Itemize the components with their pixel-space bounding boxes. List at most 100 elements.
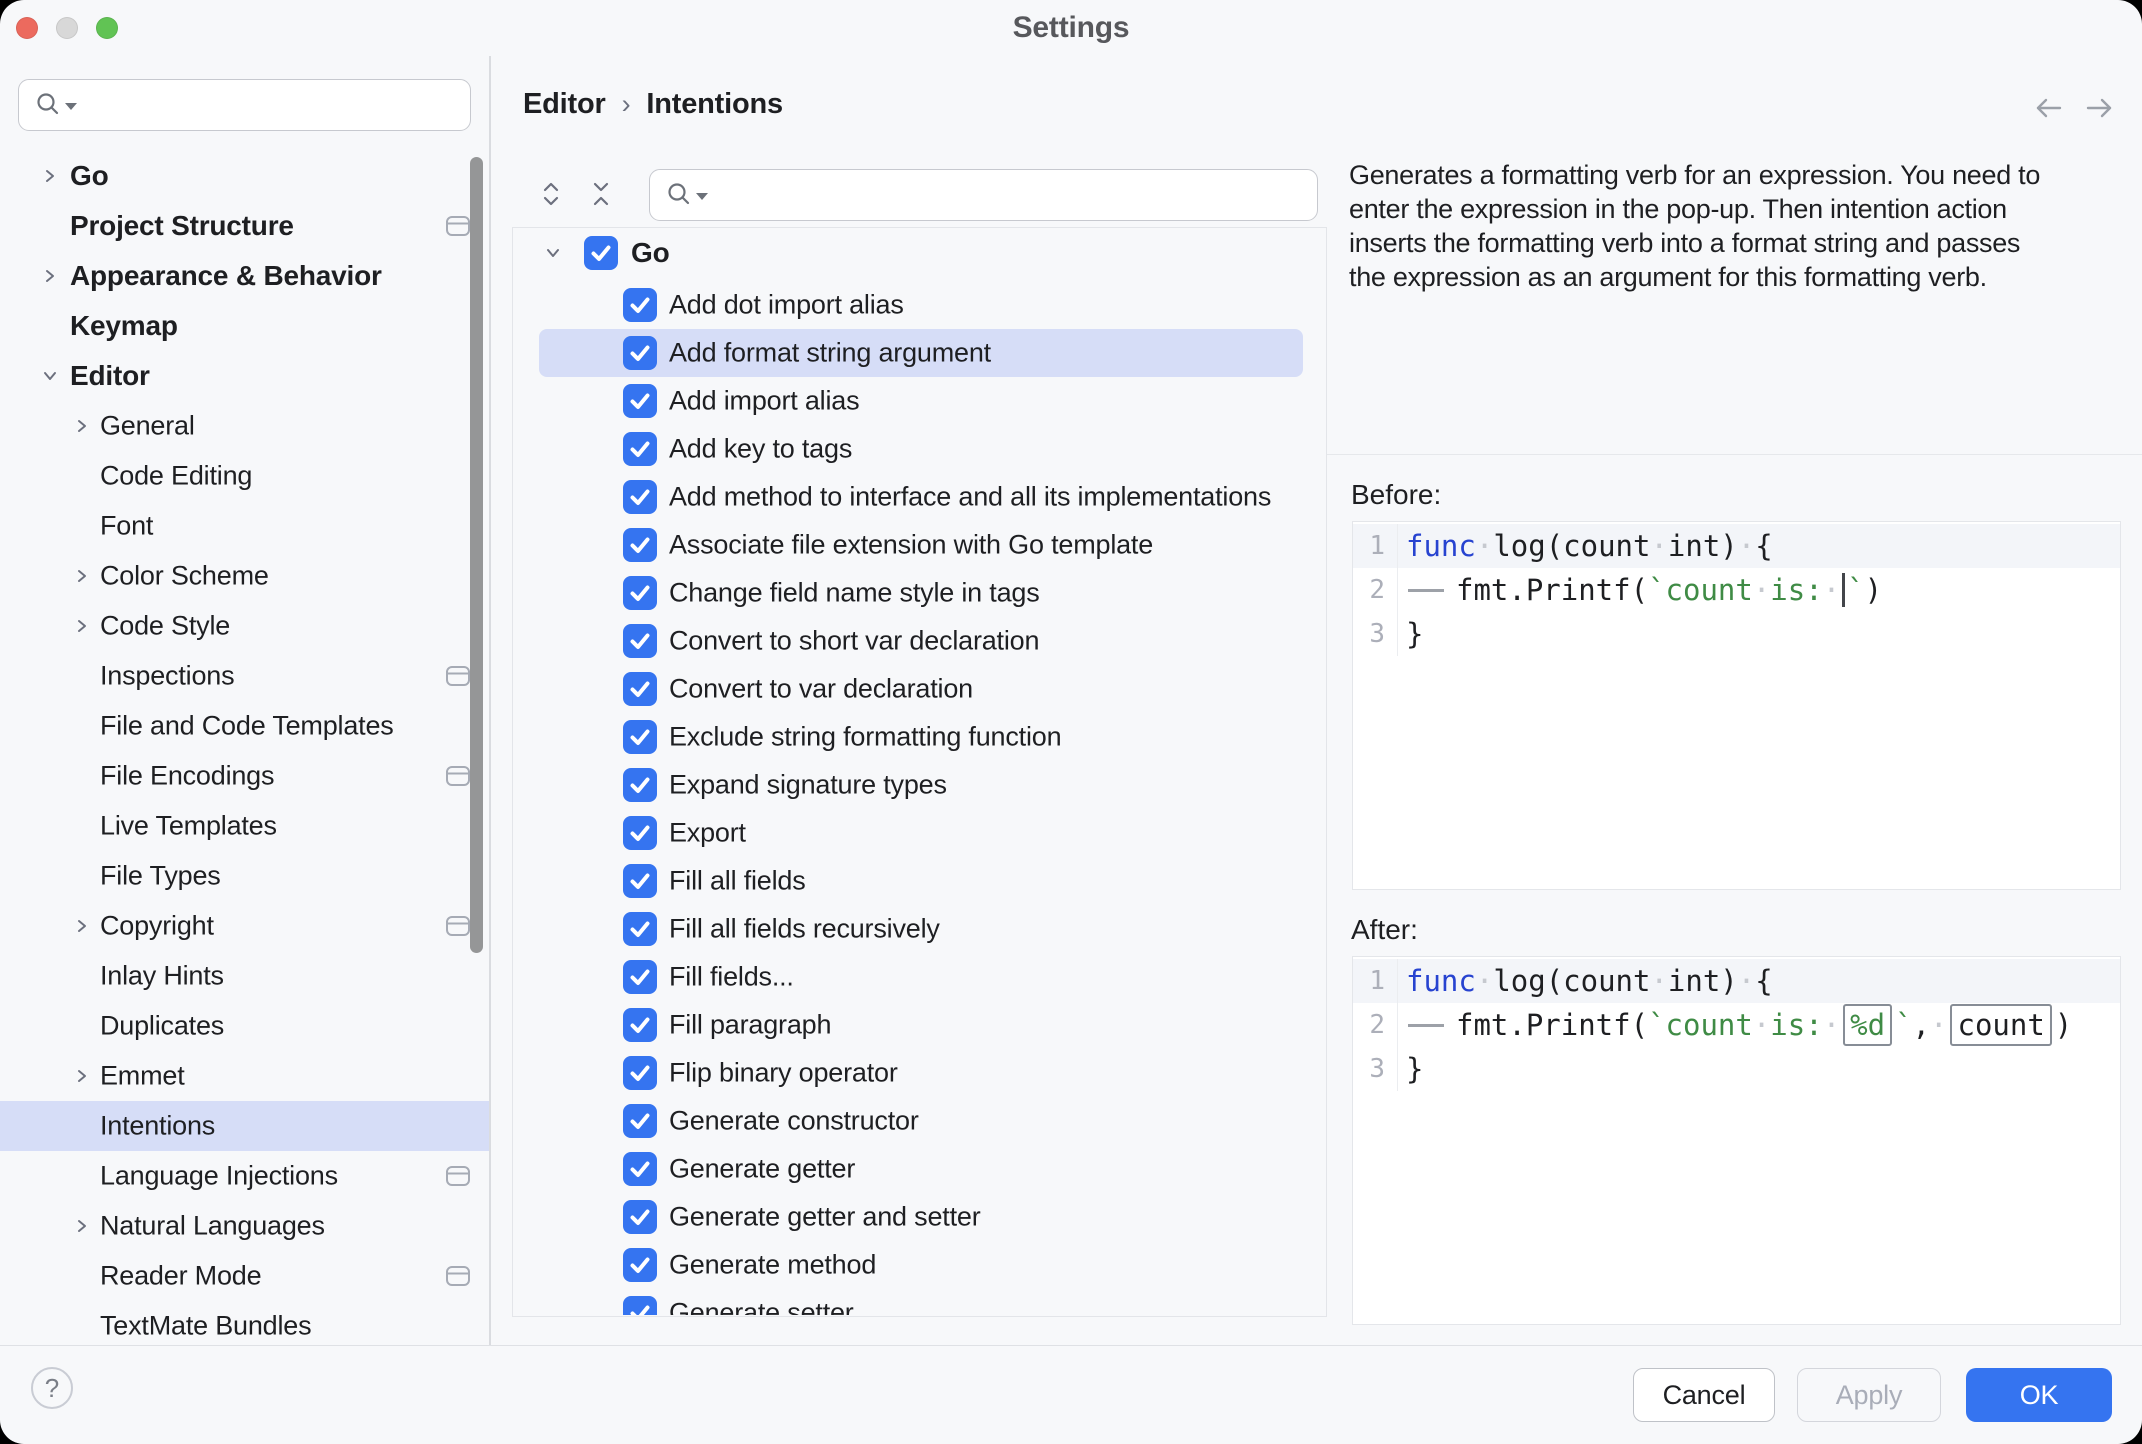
- tree-item-export[interactable]: Export: [539, 809, 1303, 857]
- sidebar-search-input[interactable]: [18, 79, 471, 131]
- tree-item-add-import-alias[interactable]: Add import alias: [539, 377, 1303, 425]
- sidebar-item-copyright[interactable]: Copyright: [0, 901, 489, 951]
- sidebar-item-reader-mode[interactable]: Reader Mode: [0, 1251, 489, 1301]
- intention-checkbox[interactable]: [623, 672, 657, 706]
- code-line: 2 fmt.Printf(`count·is:·%d`,·count): [1353, 1003, 2120, 1047]
- sidebar-item-go[interactable]: Go: [0, 151, 489, 201]
- collapse-all-button[interactable]: [586, 179, 616, 209]
- intention-checkbox[interactable]: [623, 1008, 657, 1042]
- tree-item-generate-method[interactable]: Generate method: [539, 1241, 1303, 1289]
- intentions-search-input[interactable]: [649, 169, 1318, 221]
- search-icon: [664, 180, 694, 210]
- intention-checkbox[interactable]: [623, 1104, 657, 1138]
- tree-item-generate-getter[interactable]: Generate getter: [539, 1145, 1303, 1193]
- intention-checkbox[interactable]: [623, 720, 657, 754]
- intention-checkbox[interactable]: [623, 1248, 657, 1282]
- intention-checkbox[interactable]: [623, 336, 657, 370]
- intention-checkbox[interactable]: [623, 864, 657, 898]
- intention-checkbox[interactable]: [623, 1152, 657, 1186]
- help-button[interactable]: ?: [31, 1367, 73, 1409]
- tree-item-add-dot-import-alias[interactable]: Add dot import alias: [539, 281, 1303, 329]
- tree-item-add-key-to-tags[interactable]: Add key to tags: [539, 425, 1303, 473]
- line-number: 2: [1353, 1003, 1398, 1047]
- line-number: 3: [1353, 612, 1398, 656]
- sidebar-item-editor[interactable]: Editor: [0, 351, 489, 401]
- ok-button[interactable]: OK: [1966, 1368, 2112, 1422]
- sidebar-item-code-style[interactable]: Code Style: [0, 601, 489, 651]
- tree-item-fill-all-fields-recursively[interactable]: Fill all fields recursively: [539, 905, 1303, 953]
- intention-checkbox[interactable]: [623, 288, 657, 322]
- breadcrumb-editor[interactable]: Editor: [523, 88, 606, 121]
- sidebar-item-keymap[interactable]: Keymap: [0, 301, 489, 351]
- tree-item-associate-file-extension-with-go-template[interactable]: Associate file extension with Go templat…: [539, 521, 1303, 569]
- sidebar-item-label: Editor: [70, 360, 150, 392]
- chevron-right-icon: [73, 917, 91, 935]
- tree-item-convert-to-var-declaration[interactable]: Convert to var declaration: [539, 665, 1303, 713]
- breadcrumb: Editor › Intentions: [523, 88, 783, 120]
- sidebar-item-label: File Encodings: [100, 761, 274, 792]
- intention-checkbox[interactable]: [623, 624, 657, 658]
- sidebar-item-file-types[interactable]: File Types: [0, 851, 489, 901]
- intention-checkbox[interactable]: [623, 912, 657, 946]
- chevron-right-icon: [41, 267, 59, 285]
- sidebar-item-appearance-behavior[interactable]: Appearance & Behavior: [0, 251, 489, 301]
- forward-button[interactable]: [2082, 94, 2116, 122]
- sidebar-item-textmate-bundles[interactable]: TextMate Bundles: [0, 1301, 489, 1345]
- intention-checkbox[interactable]: [623, 384, 657, 418]
- sidebar-item-inspections[interactable]: Inspections: [0, 651, 489, 701]
- sidebar-item-language-injections[interactable]: Language Injections: [0, 1151, 489, 1201]
- tree-item-generate-constructor[interactable]: Generate constructor: [539, 1097, 1303, 1145]
- intention-checkbox[interactable]: [623, 1200, 657, 1234]
- intention-checkbox[interactable]: [623, 432, 657, 466]
- sidebar-item-file-and-code-templates[interactable]: File and Code Templates: [0, 701, 489, 751]
- tree-item-exclude-string-formatting-function[interactable]: Exclude string formatting function: [539, 713, 1303, 761]
- sidebar-scrollbar[interactable]: [470, 157, 483, 953]
- tree-item-generate-setter[interactable]: Generate setter: [539, 1289, 1303, 1315]
- tree-item-flip-binary-operator[interactable]: Flip binary operator: [539, 1049, 1303, 1097]
- intention-checkbox[interactable]: [623, 480, 657, 514]
- tree-item-label: Expand signature types: [669, 770, 947, 801]
- tree-item-fill-fields-[interactable]: Fill fields...: [539, 953, 1303, 1001]
- intentions-tree: GoAdd dot import aliasAdd format string …: [514, 229, 1325, 1315]
- intention-description-line: Generates a formatting verb for an expre…: [1349, 160, 2109, 194]
- search-icon: [33, 90, 63, 120]
- intention-checkbox[interactable]: [623, 768, 657, 802]
- intention-checkbox[interactable]: [623, 1056, 657, 1090]
- sidebar-item-label: Inlay Hints: [100, 961, 224, 992]
- sidebar-item-duplicates[interactable]: Duplicates: [0, 1001, 489, 1051]
- tree-item-label: Add dot import alias: [669, 290, 904, 321]
- tree-group-go[interactable]: Go: [539, 229, 1303, 277]
- apply-button[interactable]: Apply: [1797, 1368, 1941, 1422]
- sidebar-item-inlay-hints[interactable]: Inlay Hints: [0, 951, 489, 1001]
- tree-item-expand-signature-types[interactable]: Expand signature types: [539, 761, 1303, 809]
- intention-checkbox[interactable]: [623, 960, 657, 994]
- tree-item-generate-getter-and-setter[interactable]: Generate getter and setter: [539, 1193, 1303, 1241]
- sidebar-item-general[interactable]: General: [0, 401, 489, 451]
- tree-item-convert-to-short-var-declaration[interactable]: Convert to short var declaration: [539, 617, 1303, 665]
- after-code-block: 1 func·log(count·int)·{ 2 fmt.Printf(`co…: [1352, 956, 2121, 1325]
- intention-checkbox[interactable]: [623, 528, 657, 562]
- tree-item-add-format-string-argument[interactable]: Add format string argument: [539, 329, 1303, 377]
- back-button[interactable]: [2032, 94, 2066, 122]
- intention-checkbox[interactable]: [623, 576, 657, 610]
- sidebar-item-natural-languages[interactable]: Natural Languages: [0, 1201, 489, 1251]
- cancel-button[interactable]: Cancel: [1633, 1368, 1775, 1422]
- sidebar-item-project-structure[interactable]: Project Structure: [0, 201, 489, 251]
- intention-checkbox[interactable]: [623, 816, 657, 850]
- sidebar-item-code-editing[interactable]: Code Editing: [0, 451, 489, 501]
- tree-item-change-field-name-style-in-tags[interactable]: Change field name style in tags: [539, 569, 1303, 617]
- tree-item-add-method-to-interface-and-all-its-implementations[interactable]: Add method to interface and all its impl…: [539, 473, 1303, 521]
- expand-all-button[interactable]: [536, 179, 566, 209]
- sidebar-item-emmet[interactable]: Emmet: [0, 1051, 489, 1101]
- sidebar-item-file-encodings[interactable]: File Encodings: [0, 751, 489, 801]
- sidebar-item-intentions[interactable]: Intentions: [0, 1101, 489, 1151]
- sidebar-item-font[interactable]: Font: [0, 501, 489, 551]
- sidebar-item-live-templates[interactable]: Live Templates: [0, 801, 489, 851]
- sidebar-item-color-scheme[interactable]: Color Scheme: [0, 551, 489, 601]
- sidebar-item-label: General: [100, 411, 195, 442]
- tree-item-fill-paragraph[interactable]: Fill paragraph: [539, 1001, 1303, 1049]
- tree-item-fill-all-fields[interactable]: Fill all fields: [539, 857, 1303, 905]
- intention-checkbox[interactable]: [623, 1296, 657, 1315]
- go-group-checkbox[interactable]: [584, 236, 618, 270]
- sidebar-item-label: Inspections: [100, 661, 234, 692]
